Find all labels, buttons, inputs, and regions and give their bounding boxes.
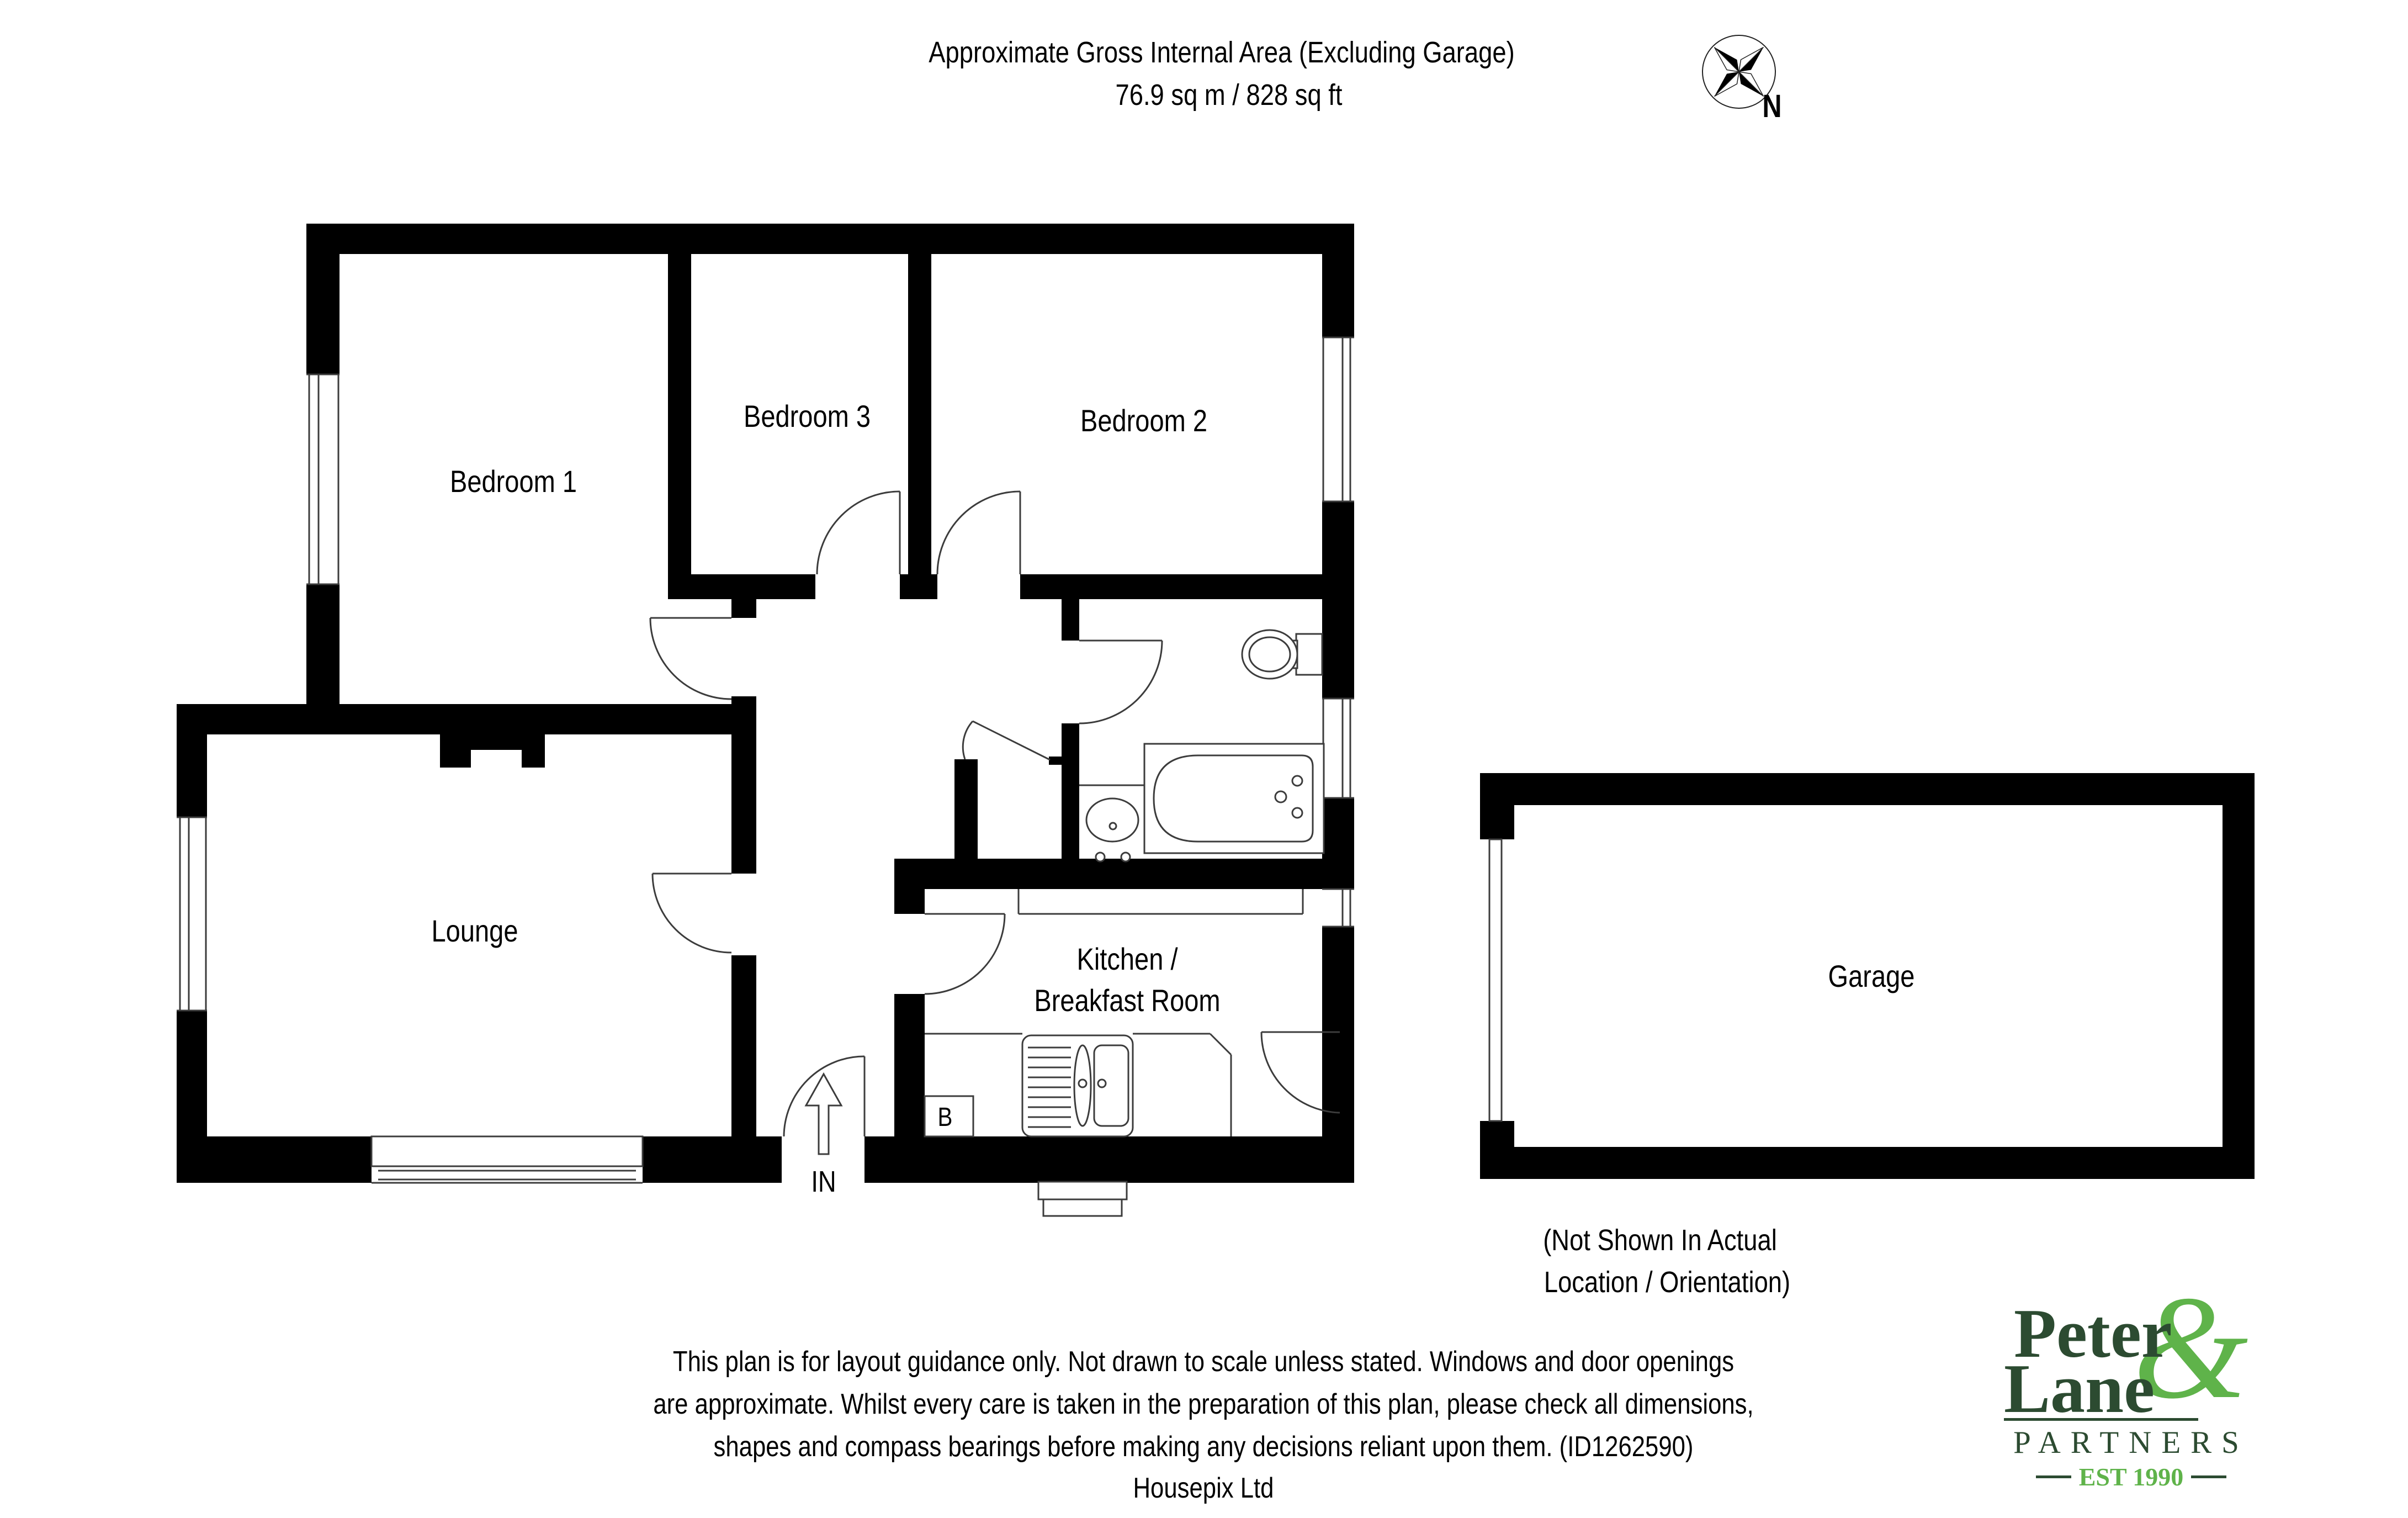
kitchen-sink — [1021, 1034, 1134, 1138]
logo-dash-right — [2191, 1475, 2227, 1478]
room-label-kitchen-line2: Breakfast Room — [1034, 983, 1221, 1018]
logo-established-row: EST 1990 — [2003, 1462, 2260, 1491]
agency-logo: & Peter Lane PARTNERS EST 1990 — [2003, 1273, 2261, 1491]
logo-subtitle: PARTNERS — [2013, 1425, 2249, 1460]
doors — [649, 490, 1340, 1137]
logo-dash-left — [2035, 1475, 2071, 1478]
room-label-lounge: Lounge — [431, 913, 518, 948]
wash-basin — [1079, 784, 1144, 863]
bathroom-fixtures — [1079, 629, 1325, 863]
garage-note-line1: (Not Shown In Actual — [1543, 1224, 1777, 1257]
house-outer-walls — [177, 224, 1354, 1183]
disclaimer-line3: shapes and compass bearings before makin… — [713, 1431, 1694, 1463]
disclaimer-line4: Housepix Ltd — [1133, 1472, 1274, 1504]
windows — [177, 336, 1354, 1217]
kitchen-fittings — [924, 889, 1304, 1138]
logo-word-lane: Lane — [2004, 1351, 2155, 1427]
worktop-bottom — [925, 1033, 1232, 1136]
logo-divider — [2004, 1418, 2198, 1421]
toilet — [1241, 629, 1323, 680]
disclaimer-line2: are approximate. Whilst every care is ta… — [653, 1388, 1754, 1420]
room-label-bedroom3: Bedroom 3 — [743, 399, 871, 433]
entrance-arrow — [804, 1072, 843, 1155]
logo-ampersand: & — [2133, 1265, 2248, 1429]
entrance-label: IN — [811, 1165, 836, 1198]
title-line1: Approximate Gross Internal Area (Excludi… — [929, 36, 1515, 69]
logo-established: EST 1990 — [2078, 1463, 2184, 1491]
boiler-box — [924, 1095, 974, 1138]
room-label-bedroom2: Bedroom 2 — [1080, 403, 1208, 438]
garage-walls — [1480, 773, 2255, 1179]
garage-door — [1488, 838, 1503, 1122]
garage-note-line2: Location / Orientation) — [1544, 1266, 1791, 1299]
worktop-top — [1017, 889, 1304, 915]
interior-walls — [440, 248, 1354, 1136]
disclaimer-line1: This plan is for layout guidance only. N… — [672, 1346, 1735, 1378]
boiler-label: B — [937, 1103, 953, 1132]
compass-rose-icon — [1702, 35, 1776, 109]
logo-word-peter: Peter — [2014, 1295, 2172, 1372]
compass-north-label: N — [1762, 88, 1782, 124]
room-label-bedroom1: Bedroom 1 — [449, 464, 577, 499]
room-label-garage: Garage — [1828, 959, 1915, 993]
room-label-kitchen-line1: Kitchen / — [1076, 942, 1178, 976]
title-line2: 76.9 sq m / 828 sq ft — [1115, 78, 1343, 112]
bathtub — [1143, 743, 1325, 854]
